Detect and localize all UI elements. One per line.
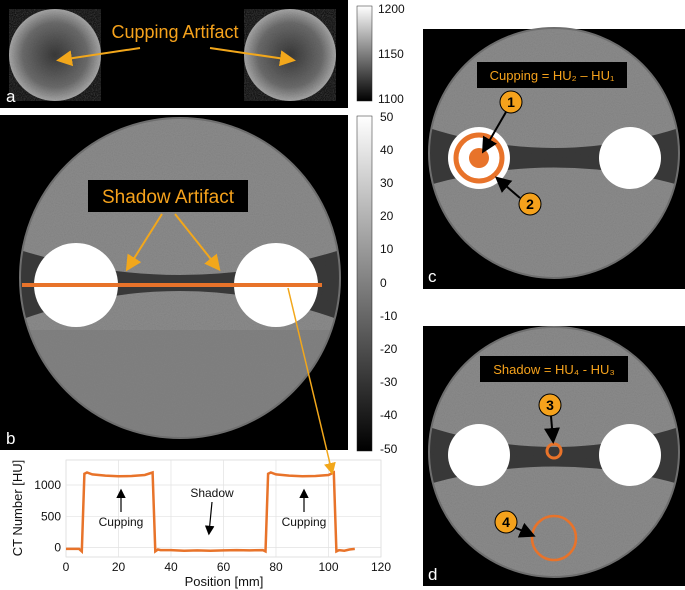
badge-1 [499, 90, 523, 114]
colorbar-b-tick: -10 [380, 309, 398, 323]
insert-left-d [448, 424, 510, 486]
badge-2-label: 2 [526, 196, 534, 212]
colorbar-b-tick: -30 [380, 375, 398, 389]
x-tick-label: 0 [63, 560, 70, 574]
panel-c-letter: c [428, 267, 437, 286]
shadow-arrow-left [125, 213, 163, 272]
cupping-arrow-right [209, 47, 296, 67]
colorbar-a-tick: 1200 [378, 2, 405, 16]
profile-plot: 0 20 40 60 80 100 120 0 500 1000 Position [mm] C… [10, 459, 392, 589]
profile-connector-arrow [287, 287, 336, 475]
x-tick-label: 100 [318, 560, 338, 574]
shadow-artifact-label: Shadow Artifact [102, 187, 235, 208]
cupping-artifact-label: Cupping Artifact [111, 22, 238, 42]
colorbar-b: 50 40 30 20 10 0 -10 -20 -30 -40 -50 [356, 110, 398, 456]
phantom-d-outline [428, 326, 680, 578]
colorbar-b-ticks: 50 40 30 20 10 0 -10 -20 -30 -40 -50 [380, 110, 398, 456]
plot-grid [65, 460, 382, 557]
badge-1-arrow [481, 111, 507, 154]
shadow-formula: Shadow = HU₄ - HU₃ [493, 362, 615, 377]
colorbar-b-tick: 10 [380, 242, 394, 256]
panel-d: Shadow = HU₄ - HU₃ 3 4 d [423, 326, 685, 586]
phantom-b-outline [19, 117, 341, 439]
colorbar-b-tick: -20 [380, 342, 398, 356]
y-tick-label: 1000 [34, 478, 61, 492]
annotation-cupping-right: Cupping [282, 515, 327, 529]
badge-3 [538, 393, 562, 417]
y-tick-label: 0 [54, 541, 61, 555]
shadow-label-box [88, 180, 248, 212]
roi-1-disk [469, 148, 489, 168]
badge-3-arrow [544, 415, 560, 444]
colorbar-b-tick: 30 [380, 176, 394, 190]
badge-4 [494, 510, 518, 534]
cupping-arrow-left [56, 47, 141, 67]
badge-2-arrow [494, 176, 521, 199]
x-axis-label: Position [mm] [185, 574, 264, 589]
annotation-cupping-left: Cupping [99, 515, 144, 529]
y-axis-label: CT Number [HU] [10, 460, 25, 557]
roi-2-ring [453, 132, 505, 184]
panel-b: Shadow Artifact b [0, 115, 348, 450]
x-tick-label: 20 [112, 560, 126, 574]
shadow-arrow-right [174, 213, 221, 272]
x-tick-labels: 0 20 40 60 80 100 120 [63, 560, 392, 574]
colorbar-b-tick: -50 [380, 442, 398, 456]
colorbar-a-tick: 1150 [378, 47, 404, 61]
panel-b-letter: b [6, 429, 15, 448]
annotation-shadow: Shadow [190, 486, 234, 500]
phantom-c-outline [428, 27, 680, 279]
roi-4-ring [530, 514, 578, 562]
panel-c: Cupping = HU₂ – HU₁ 1 2 c [423, 27, 685, 289]
x-tick-label: 120 [371, 560, 391, 574]
cupping-formula: Cupping = HU₂ – HU₁ [490, 68, 615, 83]
colorbar-b-tick: 0 [380, 276, 387, 290]
colorbar-b-tick: -40 [380, 408, 398, 422]
badge-2 [518, 192, 542, 216]
y-tick-labels: 0 500 1000 [34, 478, 61, 555]
badge-4-label: 4 [502, 514, 510, 530]
colorbar-a: 1200 1150 1100 [356, 2, 405, 106]
badge-1-label: 1 [507, 94, 515, 110]
insert-right-c [599, 127, 661, 189]
phantom-left-disk [9, 9, 101, 101]
panel-a: Cupping Artifact a [0, 0, 348, 108]
colorbar-b-tick: 40 [380, 143, 394, 157]
x-tick-label: 60 [217, 560, 231, 574]
colorbar-a-bar [356, 5, 373, 102]
x-tick-label: 40 [164, 560, 178, 574]
colorbar-b-tick: 20 [380, 209, 394, 223]
roi-3-ring [545, 442, 563, 460]
colorbar-a-tick: 1100 [378, 92, 404, 106]
annotation-shadow-arrow [204, 501, 215, 536]
panel-a-letter: a [6, 87, 16, 106]
panel-d-letter: d [428, 565, 437, 584]
colorbar-b-bar [356, 115, 373, 452]
badge-3-label: 3 [546, 397, 554, 413]
cupping-formula-box [477, 62, 627, 88]
badge-4-arrow [515, 522, 536, 538]
colorbar-b-tick: 50 [380, 110, 394, 124]
x-tick-label: 80 [269, 560, 283, 574]
shadow-formula-box [480, 356, 628, 382]
y-tick-label: 500 [41, 509, 61, 523]
insert-right-d [599, 424, 661, 486]
